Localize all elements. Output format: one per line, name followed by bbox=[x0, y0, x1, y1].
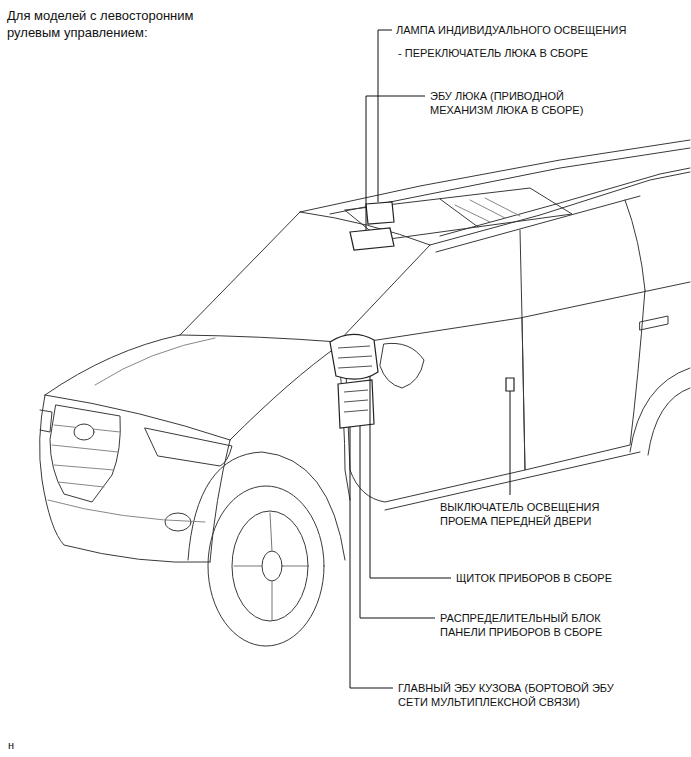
part-label: ВЫКЛЮЧАТЕЛЬ ОСВЕЩЕНИЯ ПРОЕМА ПЕРЕДНЕЙ ДВ… bbox=[440, 500, 635, 529]
components bbox=[330, 202, 514, 428]
roof-near-edge bbox=[430, 172, 690, 245]
part-label: РАСПРЕДЕЛИТЕЛЬНЫЙ БЛОК ПАНЕЛИ ПРИБОРОВ В… bbox=[440, 611, 645, 640]
leader-line bbox=[510, 391, 511, 495]
grille bbox=[50, 405, 120, 502]
bumper-line bbox=[48, 500, 205, 522]
junction-detail bbox=[344, 390, 368, 412]
door-switch bbox=[506, 378, 514, 391]
car-body bbox=[40, 140, 690, 646]
headlight bbox=[145, 428, 232, 466]
b-pillar bbox=[520, 230, 522, 318]
windshield-base bbox=[180, 335, 338, 342]
windshield bbox=[180, 212, 430, 342]
mirror bbox=[380, 343, 424, 388]
leader-line bbox=[366, 96, 425, 230]
c-pillar bbox=[625, 200, 645, 290]
sunroof-glass-hatch bbox=[455, 198, 520, 222]
roof-rail bbox=[440, 168, 690, 236]
rear-door bbox=[522, 290, 645, 470]
junction-block bbox=[338, 380, 374, 428]
leader-line bbox=[360, 426, 435, 618]
hood-front-edge bbox=[45, 395, 230, 440]
part-label: - ПЕРЕКЛЮЧАТЕЛЬ ЛЮКА В СБОРЕ bbox=[398, 46, 588, 60]
leader-lines bbox=[350, 30, 510, 688]
sunroof-ecu bbox=[350, 228, 394, 250]
front-hub bbox=[262, 551, 282, 581]
leader-line bbox=[370, 376, 451, 578]
hood-crease bbox=[95, 338, 215, 385]
part-label: ГЛАВНЫЙ ЭБУ КУЗОВА (БОРТОВОЙ ЭБУ СЕТИ МУ… bbox=[398, 681, 638, 710]
hood-far-edge bbox=[45, 335, 180, 395]
rear-wheel-arch bbox=[630, 368, 690, 452]
front-fascia bbox=[40, 395, 210, 562]
beltline bbox=[338, 282, 690, 346]
leader-line bbox=[350, 427, 393, 688]
front-rim bbox=[232, 511, 308, 621]
figure-id: н bbox=[8, 738, 14, 752]
front-tire bbox=[208, 486, 324, 646]
side-window-top bbox=[436, 196, 640, 252]
rear-wheel bbox=[648, 388, 690, 455]
heading: Для моделей с левосторонним рулевым упра… bbox=[7, 8, 222, 42]
hood-near-edge bbox=[230, 346, 338, 440]
fog-light bbox=[165, 513, 191, 531]
roof-far-edge bbox=[300, 140, 690, 212]
leader-line bbox=[378, 30, 392, 202]
instrument-cluster bbox=[330, 334, 378, 379]
cluster-detail bbox=[338, 346, 372, 368]
personal-lamp bbox=[366, 202, 394, 224]
part-label: ЛАМПА ИНДИВИДУАЛЬНОГО ОСВЕЩЕНИЯ bbox=[396, 23, 626, 37]
grille-bars bbox=[52, 425, 120, 487]
part-label: ЭБУ ЛЮКА (ПРИВОДНОЙ МЕХАНИЗМ ЛЮКА В СБОР… bbox=[430, 89, 620, 118]
rim-spokes bbox=[234, 513, 307, 620]
emblem bbox=[74, 424, 94, 440]
part-label: ЩИТОК ПРИБОРОВ В СБОРЕ bbox=[456, 571, 612, 585]
door-handle bbox=[640, 316, 668, 330]
headlight-far bbox=[40, 410, 52, 432]
